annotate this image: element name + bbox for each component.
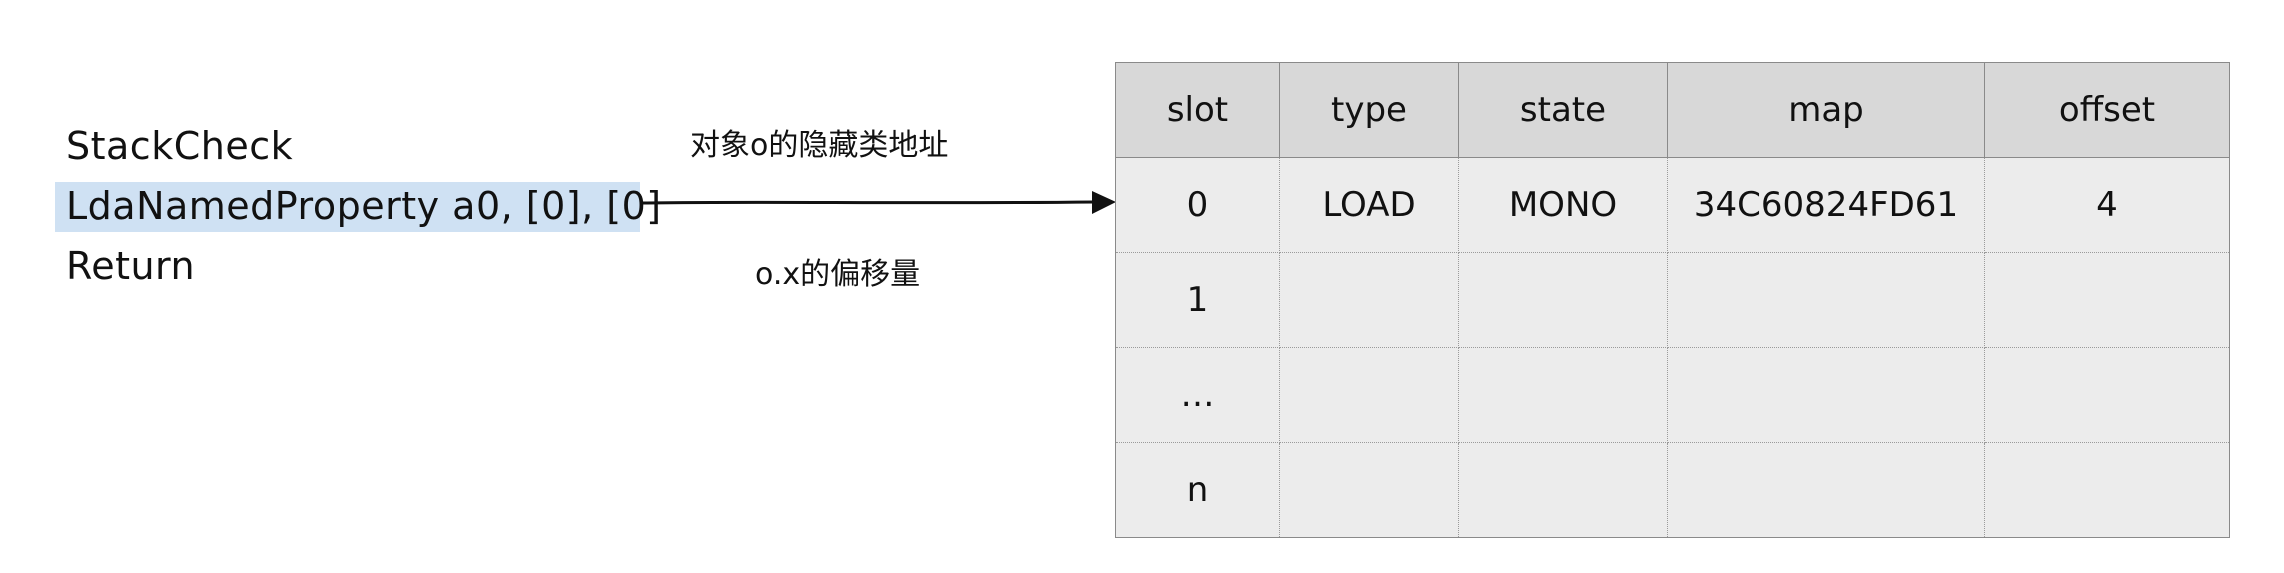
arrow-line <box>641 200 1096 205</box>
header-map: map <box>1667 62 1985 158</box>
table-row: n <box>1115 442 2230 538</box>
cell-offset: 4 <box>1984 157 2230 253</box>
cell-map <box>1667 347 1985 443</box>
hidden-class-address-note: 对象o的隐藏类地址 <box>690 128 949 163</box>
header-slot: slot <box>1115 62 1280 158</box>
arrow-to-feedback-slot <box>641 191 1116 214</box>
table-header-row: slot type state map offset <box>1115 62 2230 158</box>
cell-type: LOAD <box>1279 157 1459 253</box>
cell-slot: n <box>1115 442 1280 538</box>
cell-state <box>1458 252 1668 348</box>
table-row: 0 LOAD MONO 34C60824FD61 4 <box>1115 157 2230 253</box>
property-offset-note: o.x的偏移量 <box>755 257 921 292</box>
cell-type <box>1279 252 1459 348</box>
cell-slot: 0 <box>1115 157 1280 253</box>
table-row: … <box>1115 347 2230 443</box>
header-type: type <box>1279 62 1459 158</box>
header-state: state <box>1458 62 1668 158</box>
cell-state <box>1458 442 1668 538</box>
bytecode-line-stackcheck: StackCheck <box>66 124 294 168</box>
bytecode-line-ldanamedproperty: LdaNamedProperty a0, [0], [0] <box>66 184 662 228</box>
arrow-head <box>1092 191 1116 214</box>
selected-line-highlight <box>55 182 640 232</box>
inline-cache-table: slot type state map offset 0 LOAD MONO 3… <box>1115 62 2230 538</box>
cell-type <box>1279 347 1459 443</box>
header-offset: offset <box>1984 62 2230 158</box>
cell-state: MONO <box>1458 157 1668 253</box>
cell-type <box>1279 442 1459 538</box>
cell-slot: … <box>1115 347 1280 443</box>
cell-map <box>1667 442 1985 538</box>
cell-offset <box>1984 442 2230 538</box>
cell-offset <box>1984 252 2230 348</box>
cell-map: 34C60824FD61 <box>1667 157 1985 253</box>
cell-map <box>1667 252 1985 348</box>
cell-state <box>1458 347 1668 443</box>
table-row: 1 <box>1115 252 2230 348</box>
bytecode-line-return: Return <box>66 244 196 288</box>
cell-slot: 1 <box>1115 252 1280 348</box>
cell-offset <box>1984 347 2230 443</box>
